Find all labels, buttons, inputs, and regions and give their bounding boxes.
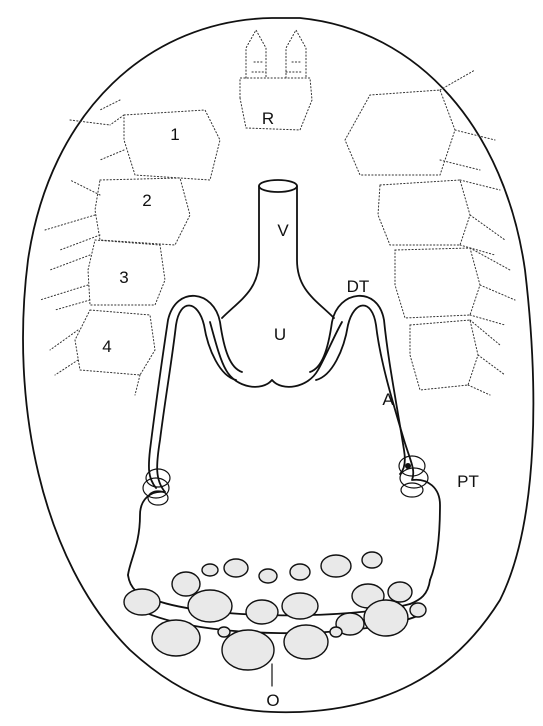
ovary	[124, 552, 426, 670]
right-oviduct	[316, 305, 440, 580]
label-distal-tube: DT	[347, 277, 370, 296]
vagina	[222, 180, 334, 318]
label-leg-4: 4	[102, 337, 111, 356]
body-outline	[23, 18, 533, 712]
right-oviduct-inner	[310, 296, 405, 474]
label-leg-1: 1	[170, 125, 179, 144]
label-vagina: V	[277, 221, 289, 240]
label-rostrum: R	[262, 109, 274, 128]
label-ampulla: A	[382, 390, 394, 409]
label-uterus: U	[274, 325, 286, 344]
label-proximal-tube: PT	[457, 472, 479, 491]
right-legs-outline	[345, 70, 515, 395]
right-oviduct-coil	[399, 456, 428, 497]
label-leg-3: 3	[119, 268, 128, 287]
left-oviduct-coil	[143, 469, 170, 505]
label-ovary: O	[266, 691, 279, 710]
rostrum-outline	[240, 30, 312, 130]
right-proximal-tube	[410, 580, 430, 604]
left-oviduct-inner	[149, 296, 242, 488]
left-oviduct	[128, 305, 236, 575]
label-leg-2: 2	[142, 191, 151, 210]
